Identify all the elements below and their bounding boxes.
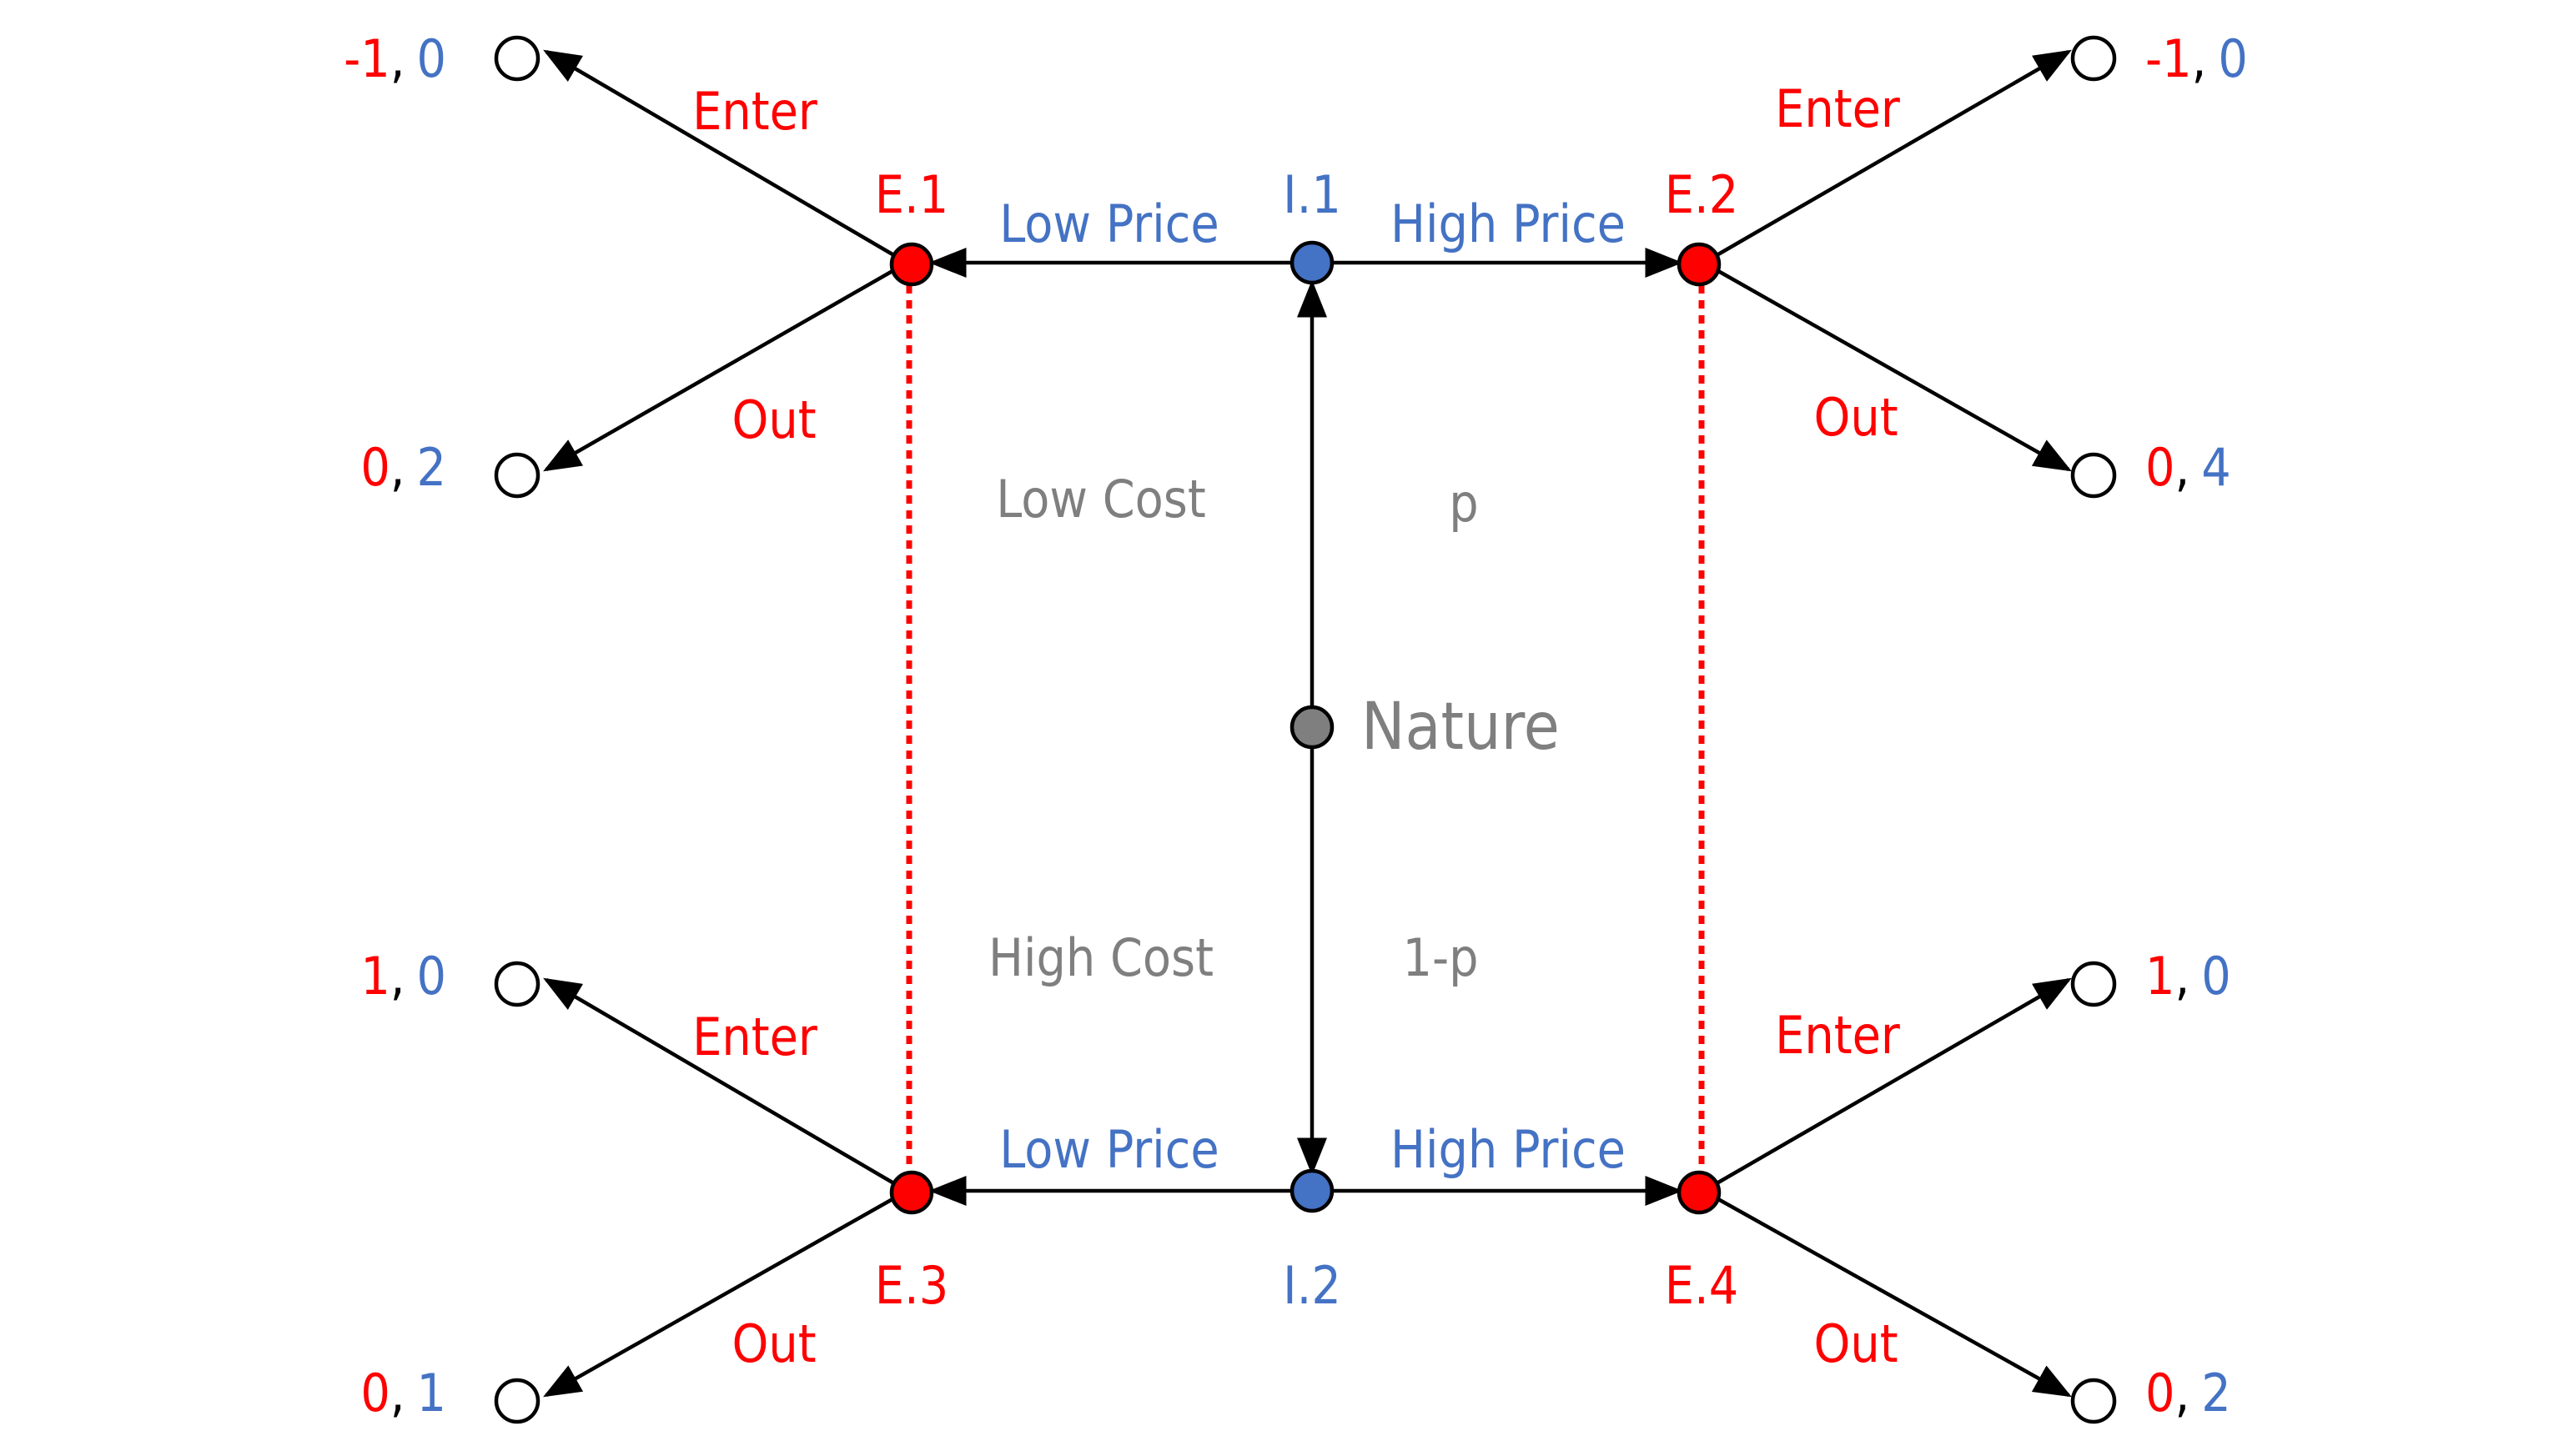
entrant-label-e2: E.2 [1665,164,1738,225]
terminal-node-e1-enter [494,35,540,82]
action-label-e4-out: Out [1813,1313,1898,1374]
payoff-incumbent-value: 2 [417,437,446,498]
probability-p-label: p [1449,473,1478,534]
payoff-incumbent-value: 2 [2201,1363,2230,1423]
incumbent-node-i1 [1290,240,1335,285]
nature-node [1290,705,1335,750]
action-label-i2-high-price: High Price [1390,1119,1626,1180]
action-label-e3-out: Out [731,1313,816,1374]
entrant-node-e4 [1677,1170,1722,1215]
entrant-label-e4: E.4 [1665,1255,1738,1316]
payoff-e4-out: 0,2 [2145,1363,2231,1423]
nature-label: Nature [1361,690,1560,765]
high-cost-label: High Cost [988,927,1214,988]
action-label-e3-enter: Enter [692,1007,817,1067]
action-label-e1-out: Out [731,389,816,450]
edge-e1-enter [543,49,894,256]
terminal-node-e3-out [494,1378,540,1424]
entrant-node-e1 [889,242,934,287]
edge-e2-out [1717,269,2072,472]
payoff-entrant-value: 0 [2145,1363,2174,1423]
payoff-incumbent-value: 1 [417,1363,446,1423]
payoff-separator: , [2192,28,2207,89]
incumbent-label-i2: I.2 [1283,1255,1341,1316]
payoff-e2-out: 0,4 [2145,437,2231,498]
terminal-node-e2-enter [2070,35,2117,82]
payoff-separator: , [390,946,405,1007]
payoff-e2-enter: -1,0 [2145,28,2248,89]
entrant-label-e3: E.3 [875,1255,948,1316]
probability-1-minus-p-label: 1-p [1402,927,1478,988]
entrant-node-e3 [889,1170,934,1215]
terminal-node-e3-enter [494,961,540,1007]
edge-e2-enter [1717,49,2072,256]
payoff-separator: , [2174,437,2189,498]
payoff-separator: , [2174,946,2189,1007]
payoff-separator: , [2174,1363,2189,1423]
entrant-node-e2 [1677,242,1722,287]
incumbent-node-i2 [1290,1168,1335,1213]
payoff-entrant-value: 0 [360,1363,390,1423]
incumbent-label-i1: I.1 [1283,164,1341,225]
action-label-i1-high-price: High Price [1390,193,1626,254]
payoff-entrant-value: 1 [360,946,390,1007]
action-label-i2-low-price: Low Price [999,1119,1219,1180]
payoff-incumbent-value: 0 [2201,946,2230,1007]
payoff-separator: , [390,28,405,89]
terminal-node-e1-out [494,452,540,499]
terminal-node-e2-out [2070,452,2117,499]
payoff-incumbent-value: 0 [417,946,446,1007]
low-cost-label: Low Cost [996,469,1205,530]
payoff-e3-out: 0,1 [360,1363,446,1423]
payoff-entrant-value: 1 [2145,946,2174,1007]
payoff-entrant-value: 0 [360,437,390,498]
action-label-e2-enter: Enter [1775,78,1900,139]
payoff-separator: , [390,1363,405,1423]
action-label-e2-out: Out [1813,387,1898,448]
action-label-e4-enter: Enter [1775,1005,1900,1066]
payoff-entrant-value: -1 [344,28,390,89]
payoff-e4-enter: 1,0 [2145,946,2231,1007]
payoff-separator: , [390,437,405,498]
edge-e4-enter [1717,977,2072,1184]
action-label-e1-enter: Enter [692,81,817,142]
edge-e4-out [1717,1197,2072,1398]
edge-e3-enter [543,977,894,1184]
payoff-e1-enter: -1,0 [344,28,446,89]
edge-e3-out [543,1197,894,1398]
terminal-node-e4-out [2070,1378,2117,1424]
payoff-incumbent-value: 0 [2218,28,2247,89]
action-label-i1-low-price: Low Price [999,193,1219,254]
edge-e1-out [543,269,894,472]
terminal-node-e4-enter [2070,961,2117,1007]
payoff-entrant-value: 0 [2145,437,2174,498]
payoff-incumbent-value: 4 [2201,437,2230,498]
payoff-e1-out: 0,2 [360,437,446,498]
payoff-incumbent-value: 0 [417,28,446,89]
payoff-e3-enter: 1,0 [360,946,446,1007]
entrant-label-e1: E.1 [875,164,948,225]
payoff-entrant-value: -1 [2145,28,2192,89]
